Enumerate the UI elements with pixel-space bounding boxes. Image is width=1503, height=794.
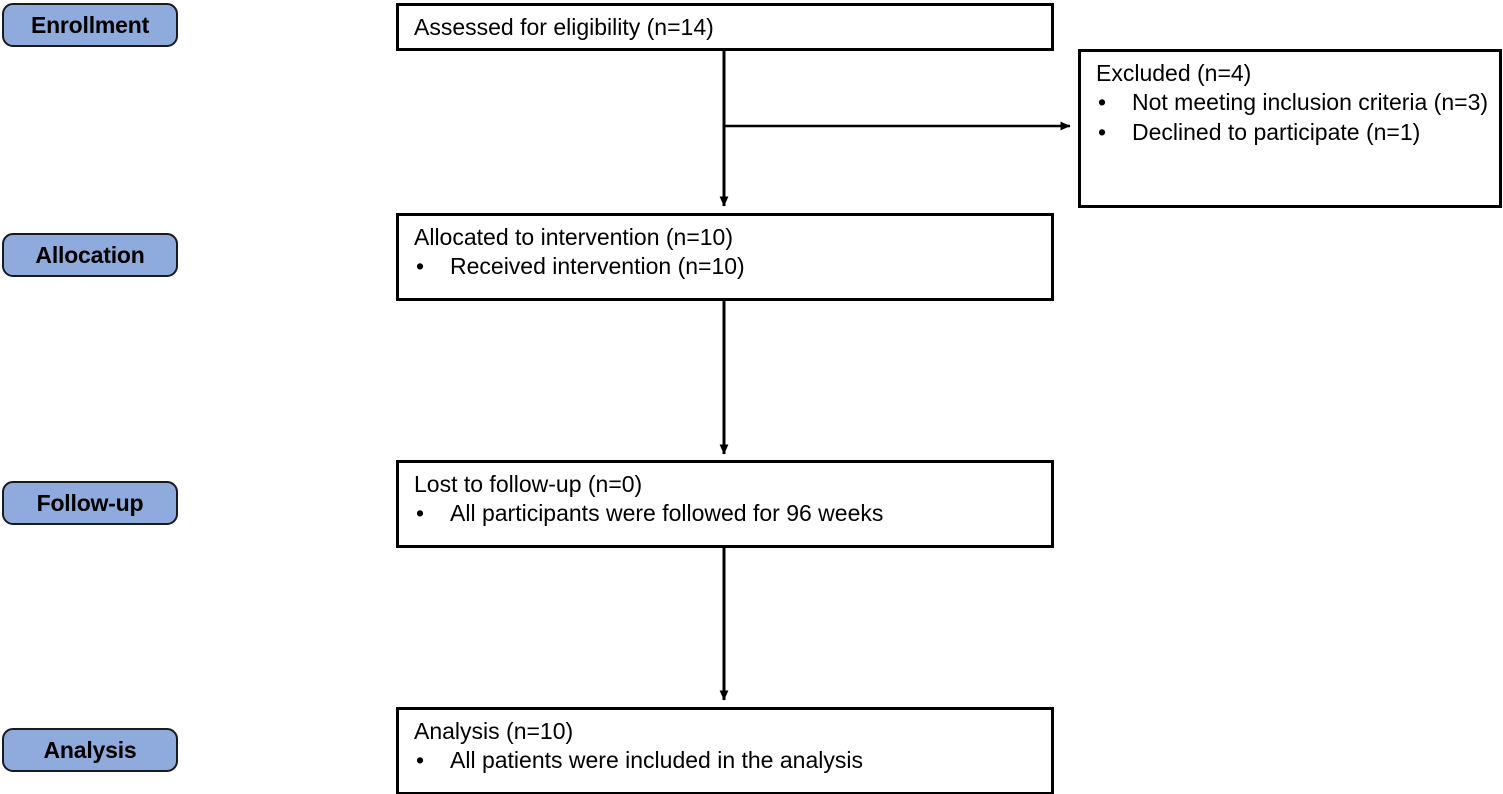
bullet-icon: •	[416, 253, 425, 280]
list-item: • Not meeting inclusion criteria (n=3)	[1081, 88, 1499, 117]
bullet-icon: •	[1098, 118, 1107, 145]
box-allocated-title: Allocated to intervention (n=10)	[414, 224, 734, 250]
box-allocated-to-intervention: Allocated to intervention (n=10) • Recei…	[396, 213, 1054, 301]
box-assessed-title: Assessed for eligibility (n=14)	[414, 14, 714, 40]
list-item-label: Received intervention (n=10)	[450, 253, 745, 280]
box-analysis-title: Analysis (n=10)	[414, 718, 574, 744]
list-item-label: All patients were included in the analys…	[450, 747, 863, 774]
box-lost-bullets: • All participants were followed for 96 …	[399, 499, 1051, 528]
stage-pill-followup: Follow-up	[2, 481, 178, 525]
bullet-icon: •	[416, 500, 425, 527]
stage-label-enrollment: Enrollment	[30, 11, 150, 38]
box-excluded-bullets: • Not meeting inclusion criteria (n=3) •…	[1081, 88, 1499, 147]
stage-label-allocation: Allocation	[35, 241, 145, 268]
box-lost-title: Lost to follow-up (n=0)	[414, 471, 643, 497]
list-item-label: All participants were followed for 96 we…	[450, 500, 884, 527]
stage-label-followup: Follow-up	[36, 489, 144, 516]
box-lost-to-followup: Lost to follow-up (n=0) • All participan…	[396, 460, 1054, 548]
box-analysis: Analysis (n=10) • All patients were incl…	[396, 707, 1054, 794]
list-item: • All patients were included in the anal…	[399, 746, 1051, 775]
list-item-label: Declined to participate (n=1)	[1132, 118, 1421, 145]
box-excluded: Excluded (n=4) • Not meeting inclusion c…	[1078, 49, 1502, 208]
box-allocated-bullets: • Received intervention (n=10)	[399, 252, 1051, 281]
bullet-icon: •	[416, 747, 425, 774]
list-item-label: Not meeting inclusion criteria (n=3)	[1132, 89, 1489, 116]
stage-pill-enrollment: Enrollment	[2, 3, 178, 47]
stage-label-analysis: Analysis	[43, 736, 137, 763]
box-assessed-for-eligibility: Assessed for eligibility (n=14)	[396, 3, 1054, 51]
box-analysis-bullets: • All patients were included in the anal…	[399, 746, 1051, 775]
list-item: • Declined to participate (n=1)	[1081, 118, 1499, 147]
box-excluded-title: Excluded (n=4)	[1096, 60, 1252, 86]
list-item: • Received intervention (n=10)	[399, 252, 1051, 281]
stage-pill-allocation: Allocation	[2, 233, 178, 277]
list-item: • All participants were followed for 96 …	[399, 499, 1051, 528]
bullet-icon: •	[1098, 89, 1107, 116]
stage-pill-analysis: Analysis	[2, 728, 178, 772]
